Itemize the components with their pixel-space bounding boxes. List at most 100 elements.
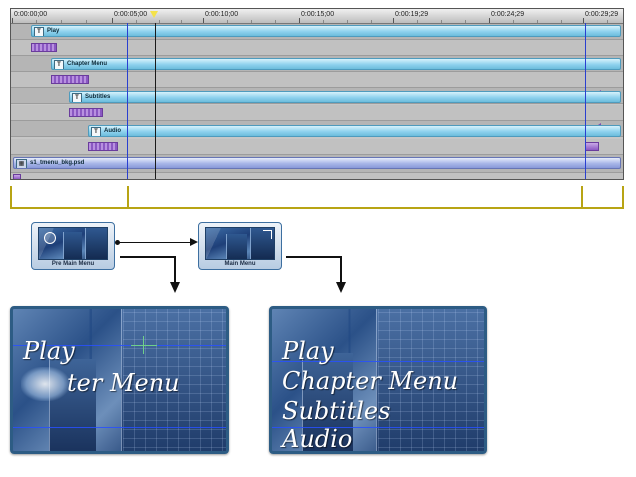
crosshair-h bbox=[131, 345, 157, 346]
ruler-tick bbox=[203, 18, 204, 23]
connector-main-to-preview-v bbox=[340, 256, 342, 282]
preview-building bbox=[302, 353, 353, 451]
thumbnail-building bbox=[226, 234, 247, 259]
pre-main-menu-preview: Play ter Menu bbox=[10, 306, 229, 454]
track-play-motion[interactable] bbox=[11, 40, 623, 56]
motion-bar-play[interactable] bbox=[31, 43, 57, 52]
arrow-right-icon bbox=[190, 238, 198, 246]
safe-area-guide bbox=[13, 345, 226, 346]
ruler-label-1: 0:00:05;00 bbox=[114, 11, 148, 18]
ruler-minor-tick bbox=[441, 20, 442, 23]
ruler-minor-tick bbox=[513, 20, 514, 23]
preview-left-line1: Play bbox=[23, 337, 75, 365]
playhead-marker[interactable] bbox=[150, 11, 158, 18]
thumbnail-building bbox=[250, 228, 274, 259]
ruler-label-5: 0:00:24;29 bbox=[491, 11, 525, 18]
bracket-pre-main-menu bbox=[10, 186, 129, 209]
connector-line-pre-to-main bbox=[118, 242, 192, 243]
motion-bar-end-audio[interactable] bbox=[585, 142, 599, 151]
ruler-label-4: 0:00:19;29 bbox=[395, 11, 429, 18]
ruler-minor-tick bbox=[275, 20, 276, 23]
main-menu-card[interactable]: Main Menu bbox=[198, 222, 282, 270]
ruler-minor-tick bbox=[159, 20, 160, 23]
track-audio-motion[interactable] bbox=[11, 139, 623, 155]
clip-label-subtitles: Subtitles bbox=[85, 94, 111, 100]
preview-right-line4: Audio bbox=[282, 425, 353, 453]
ruler-minor-tick bbox=[181, 20, 182, 23]
playhead-line[interactable] bbox=[155, 23, 156, 179]
arrow-down-icon bbox=[336, 282, 346, 293]
ruler-minor-tick bbox=[61, 20, 62, 23]
work-area-end-line[interactable] bbox=[585, 23, 586, 179]
preview-right-line2: Chapter Menu bbox=[282, 367, 459, 395]
clip-label-background: s1_tmenu_bkg.psd bbox=[30, 160, 85, 166]
ruler-tick bbox=[489, 18, 490, 23]
safe-area-guide bbox=[272, 361, 484, 362]
ruler-minor-tick bbox=[371, 20, 372, 23]
ruler-label-6: 0:00:29;29 bbox=[585, 11, 619, 18]
track-subtitles-motion[interactable] bbox=[11, 105, 623, 121]
clip-label-audio: Audio bbox=[104, 128, 121, 134]
preview-left-line2: ter Menu bbox=[67, 369, 180, 397]
ruler-minor-tick bbox=[347, 20, 348, 23]
main-menu-thumbnail[interactable] bbox=[205, 227, 275, 260]
text-layer-icon: T bbox=[54, 60, 64, 69]
motion-bar-subtitles[interactable] bbox=[69, 108, 103, 117]
track-background[interactable]: ▦s1_tmenu_bkg.psd bbox=[11, 155, 623, 173]
ruler-label-2: 0:00:10;00 bbox=[205, 11, 239, 18]
ruler-minor-tick bbox=[465, 20, 466, 23]
clip-background[interactable]: ▦s1_tmenu_bkg.psd bbox=[13, 157, 621, 169]
bracket-end bbox=[581, 186, 624, 209]
clip-label-play: Play bbox=[47, 28, 60, 34]
ruler-minor-tick bbox=[227, 20, 228, 23]
ruler-minor-tick bbox=[323, 20, 324, 23]
connector-start-dot bbox=[115, 240, 120, 245]
crosshair-v bbox=[143, 336, 144, 354]
arrow-down-icon bbox=[170, 282, 180, 293]
thumbnail-building bbox=[85, 228, 107, 259]
timeline-panel[interactable]: 0:00:00;00 0:00:05;00 0:00:10;00 0:00:15… bbox=[10, 8, 624, 180]
safe-area-guide bbox=[13, 427, 226, 428]
motion-bar-audio[interactable] bbox=[88, 142, 118, 151]
ruler-minor-tick bbox=[251, 20, 252, 23]
bracket-main-loop bbox=[127, 186, 583, 209]
clip-label-chapter-menu: Chapter Menu bbox=[67, 61, 108, 67]
ruler-tick bbox=[299, 18, 300, 23]
transition-smudge bbox=[21, 367, 69, 401]
connector-pre-to-preview-h bbox=[120, 256, 176, 258]
selection-circle-icon bbox=[44, 232, 56, 244]
ruler-tick bbox=[393, 18, 394, 23]
ruler-minor-tick bbox=[136, 20, 137, 23]
pre-main-menu-label: Pre Main Menu bbox=[51, 261, 95, 267]
work-area-start-line[interactable] bbox=[127, 23, 128, 179]
track-chapter-menu-motion[interactable] bbox=[11, 72, 623, 88]
preview-right-line3: Subtitles bbox=[282, 397, 391, 425]
motion-bar-chapter-menu[interactable] bbox=[51, 75, 89, 84]
connector-pre-to-preview-v bbox=[174, 256, 176, 282]
pre-main-menu-card[interactable]: Pre Main Menu bbox=[31, 222, 115, 270]
ruler-minor-tick bbox=[537, 20, 538, 23]
ruler-tick bbox=[112, 18, 113, 23]
ruler-tick bbox=[583, 18, 584, 23]
ruler-minor-tick bbox=[36, 20, 37, 23]
thumbnail-building bbox=[63, 232, 82, 259]
ruler-minor-tick bbox=[607, 20, 608, 23]
ruler-minor-tick bbox=[417, 20, 418, 23]
text-layer-icon: T bbox=[34, 27, 44, 36]
track-background-motion[interactable] bbox=[11, 173, 623, 179]
text-layer-icon: T bbox=[72, 93, 82, 102]
pre-main-menu-thumbnail[interactable] bbox=[38, 227, 108, 260]
time-ruler[interactable]: 0:00:00;00 0:00:05;00 0:00:10;00 0:00:15… bbox=[11, 9, 623, 24]
image-layer-icon: ▦ bbox=[16, 159, 27, 168]
connector-main-to-preview-h bbox=[286, 256, 342, 258]
motion-bar-background[interactable] bbox=[13, 174, 21, 179]
ruler-minor-tick bbox=[561, 20, 562, 23]
